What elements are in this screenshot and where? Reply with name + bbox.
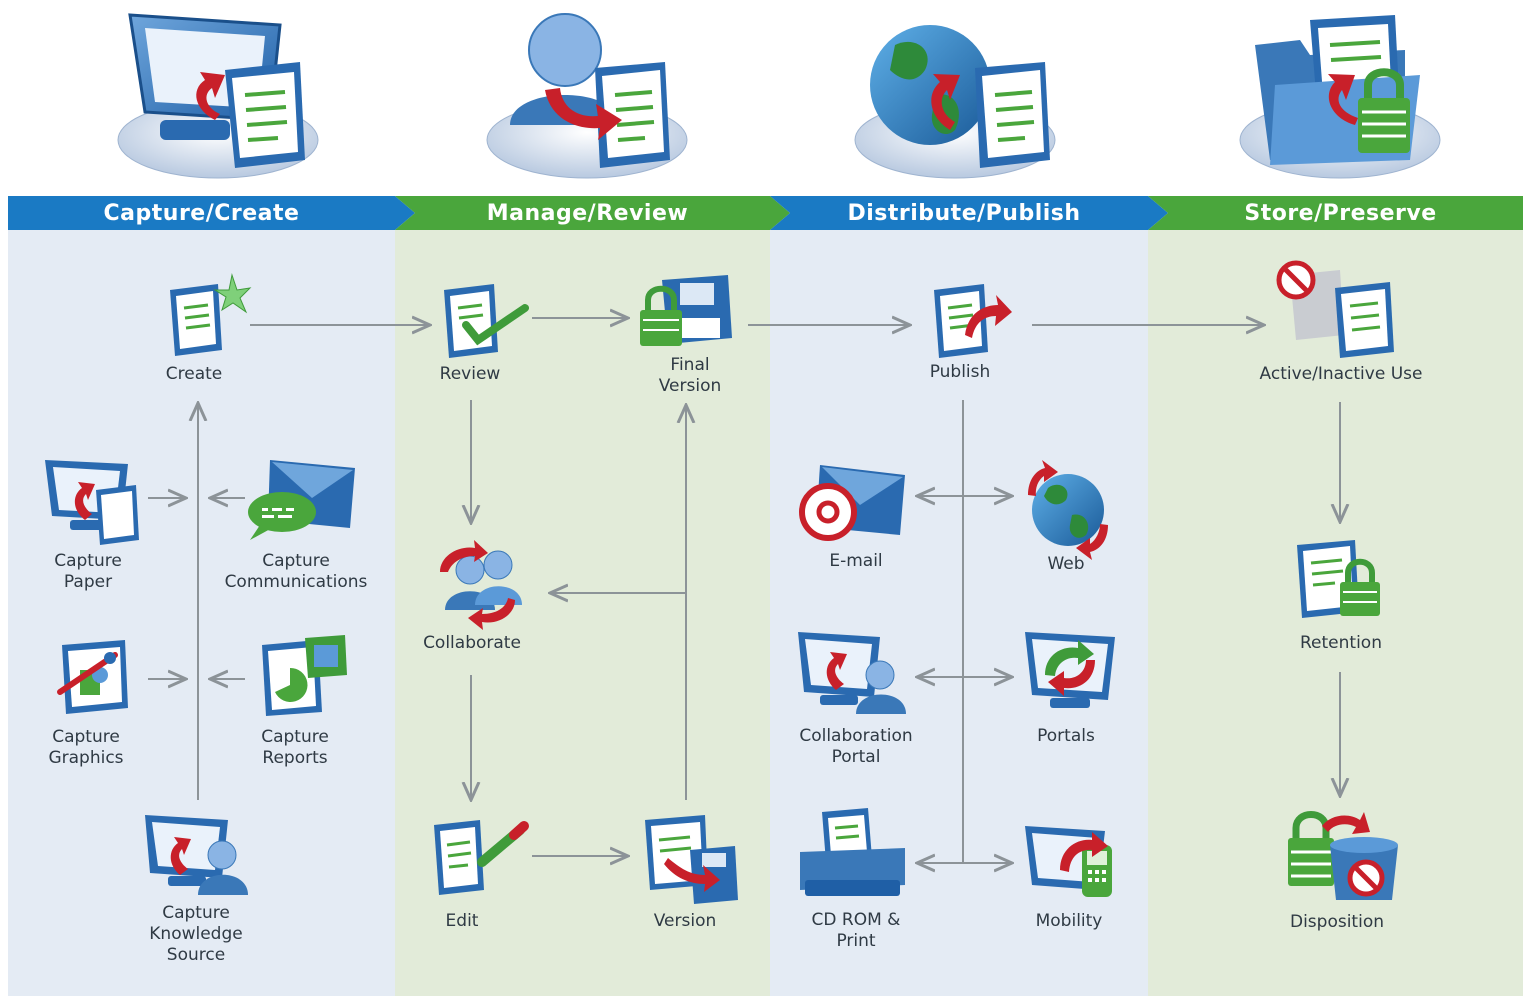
final-version-floppy-icon bbox=[640, 275, 732, 346]
header-distribute-publish: Distribute/Publish bbox=[847, 200, 1081, 226]
manage-review-large-icon bbox=[486, 13, 688, 179]
banner-capture bbox=[8, 196, 415, 230]
capture-create-large-icon bbox=[117, 13, 319, 179]
capture-paper-icon bbox=[45, 460, 139, 545]
node-version: Version bbox=[653, 911, 717, 931]
publish-doc-icon bbox=[934, 284, 1012, 358]
banner-store bbox=[1148, 196, 1523, 230]
collaboration-portal-icon bbox=[798, 632, 906, 714]
header-capture-create: Capture/Create bbox=[103, 200, 300, 226]
node-capture-knowledge-source: Capture Knowledge Source bbox=[149, 903, 243, 965]
mobility-phone-icon bbox=[1025, 826, 1112, 897]
edit-doc-icon bbox=[434, 820, 529, 895]
email-envelope-icon bbox=[799, 465, 905, 541]
disposition-lock-bin-icon bbox=[1288, 811, 1398, 900]
node-capture-paper: Capture Paper bbox=[54, 551, 122, 592]
capture-communications-icon bbox=[248, 460, 355, 540]
node-mobility: Mobility bbox=[1035, 911, 1103, 931]
header-store-preserve: Store/Preserve bbox=[1244, 200, 1437, 226]
banner-distribute bbox=[770, 196, 1168, 230]
node-collaboration-portal: Collaboration Portal bbox=[799, 726, 913, 767]
cdrom-print-printer-icon bbox=[800, 808, 905, 896]
portals-monitor-icon bbox=[1025, 632, 1115, 708]
web-globe-icon bbox=[1028, 460, 1108, 560]
collaborate-people-icon bbox=[440, 540, 522, 630]
node-web: Web bbox=[1047, 554, 1085, 574]
node-email: E-mail bbox=[829, 551, 883, 571]
node-capture-reports: Capture Reports bbox=[261, 727, 329, 768]
node-active-inactive-use: Active/Inactive Use bbox=[1259, 364, 1423, 384]
store-preserve-large-icon bbox=[1239, 15, 1441, 179]
create-doc-icon bbox=[170, 273, 252, 356]
node-capture-graphics: Capture Graphics bbox=[48, 727, 124, 768]
node-create: Create bbox=[165, 364, 223, 384]
node-retention: Retention bbox=[1300, 633, 1382, 653]
node-collaborate: Collaborate bbox=[423, 633, 521, 653]
version-doc-icon bbox=[645, 815, 738, 904]
review-check-icon bbox=[444, 284, 529, 358]
top-icons bbox=[117, 13, 1441, 179]
node-capture-communications: Capture Communications bbox=[224, 551, 368, 592]
capture-reports-icon bbox=[262, 635, 347, 716]
header-manage-review: Manage/Review bbox=[486, 200, 689, 226]
banner-manage bbox=[395, 196, 790, 230]
distribute-publish-large-icon bbox=[854, 25, 1056, 179]
active-inactive-docs-icon bbox=[1276, 260, 1394, 358]
node-final-version: Final Version bbox=[658, 355, 722, 396]
node-edit: Edit bbox=[445, 911, 479, 931]
capture-graphics-icon bbox=[57, 640, 128, 714]
node-review: Review bbox=[439, 364, 501, 384]
node-portals: Portals bbox=[1037, 726, 1095, 746]
node-cdrom-print: CD ROM & Print bbox=[811, 910, 901, 951]
capture-knowledge-source-icon bbox=[145, 815, 248, 895]
node-publish: Publish bbox=[929, 362, 991, 382]
retention-lock-icon bbox=[1297, 540, 1380, 618]
node-disposition: Disposition bbox=[1289, 912, 1384, 932]
